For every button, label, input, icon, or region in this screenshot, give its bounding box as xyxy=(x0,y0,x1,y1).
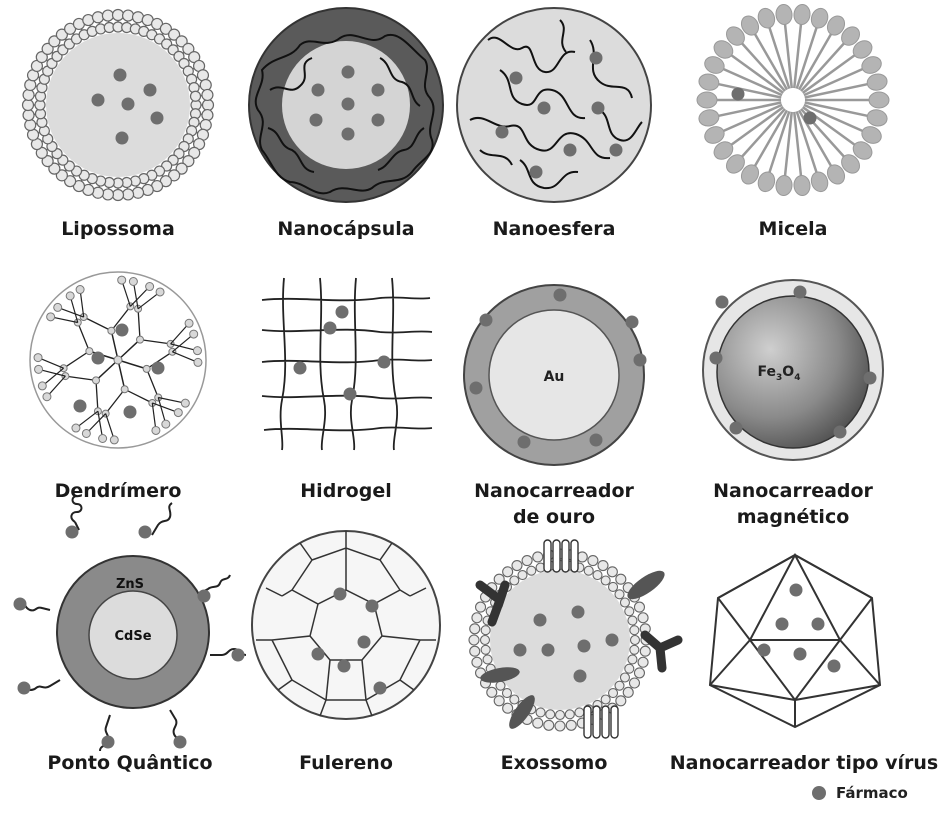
hydrogel-diagram xyxy=(262,278,432,450)
label-micelle: Micela xyxy=(673,216,913,242)
micelle-diagram xyxy=(697,4,889,197)
gold-core-label: Au xyxy=(544,369,565,385)
fullerene-diagram xyxy=(252,531,440,719)
label-hydrogel: Hidrogel xyxy=(226,478,466,504)
label-magnetic-nanocarrier-line2: magnético xyxy=(673,504,913,530)
label-exosome: Exossomo xyxy=(434,750,674,776)
label-magnetic-nanocarrier-line1: Nanocarreador xyxy=(673,478,913,504)
label-liposome: Lipossoma xyxy=(0,216,238,242)
magnetic-nanocarrier-diagram: Fe3O4 xyxy=(703,280,883,460)
label-gold-nanocarrier-line2: de ouro xyxy=(434,504,674,530)
drug-legend-label: Fármaco xyxy=(836,784,908,802)
nanosphere-diagram xyxy=(457,8,651,202)
gold-nanocarrier-diagram: Au xyxy=(464,285,644,465)
cdse-label: CdSe xyxy=(114,629,151,644)
quantum-dot-diagram: ZnS CdSe xyxy=(20,496,246,751)
zns-label: ZnS xyxy=(116,577,144,592)
label-quantum-dot: Ponto Quântico xyxy=(10,750,250,776)
label-nanocapsule: Nanocápsula xyxy=(226,216,466,242)
drug-legend-dot xyxy=(812,786,826,800)
virus-like-nanocarrier-diagram xyxy=(710,555,880,727)
label-dendrimer: Dendrímero xyxy=(0,478,238,504)
label-fullerene: Fulereno xyxy=(226,750,466,776)
exosome-diagram xyxy=(469,540,678,738)
label-nanosphere: Nanoesfera xyxy=(434,216,674,242)
liposome-diagram xyxy=(23,10,214,201)
label-virus-like: Nanocarreador tipo vírus xyxy=(654,750,940,776)
dendrimer-diagram xyxy=(30,272,206,448)
label-gold-nanocarrier-line1: Nanocarreador xyxy=(434,478,674,504)
